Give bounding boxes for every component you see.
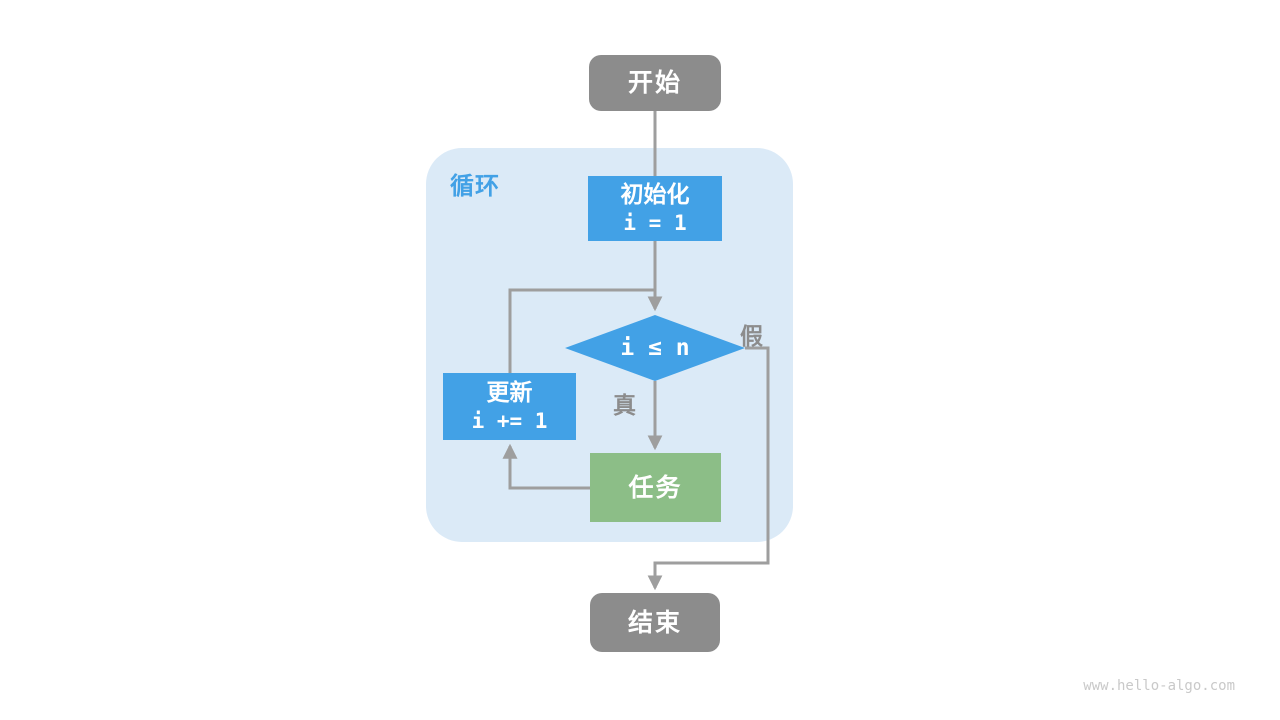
start-node-label: 开始 [627,68,682,98]
update-node: 更新 i += 1 [443,373,576,440]
true-branch-label: 真 [613,393,636,419]
end-node-label: 结束 [627,607,682,637]
loop-container-label: 循环 [450,172,500,200]
init-node-code: i = 1 [623,210,687,235]
condition-expression: i ≤ n [620,335,690,361]
edge-task-to-update [502,443,590,490]
watermark: www.hello-algo.com [1083,678,1235,694]
update-node-title: 更新 [486,380,533,406]
edge-update-loopback [508,288,656,374]
init-node-title: 初始化 [620,182,690,208]
update-node-code: i += 1 [471,408,548,433]
start-node: 开始 [589,55,721,111]
end-node: 结束 [590,593,720,652]
condition-diamond [565,315,745,381]
edge-condition-false-to-end [647,346,770,591]
init-node: 初始化 i = 1 [588,176,722,241]
task-node: 任务 [590,453,721,522]
task-node-label: 任务 [628,472,683,502]
false-branch-label: 假 [740,324,763,350]
